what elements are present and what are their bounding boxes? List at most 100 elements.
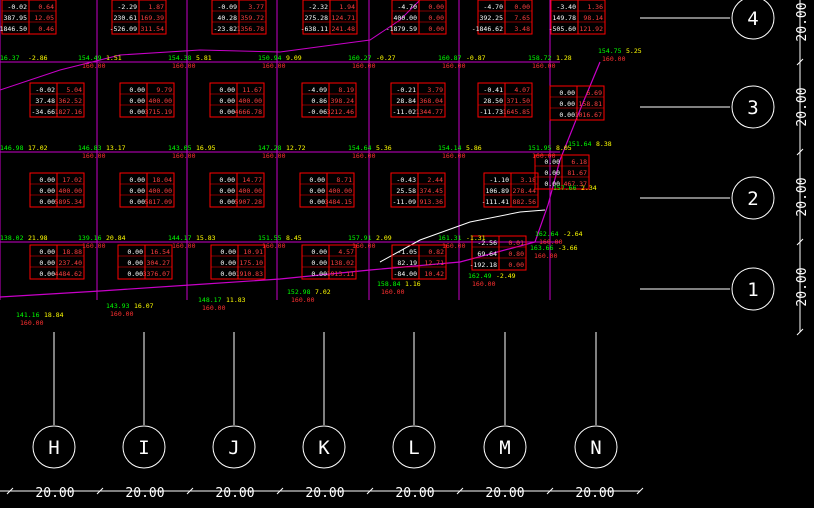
- row-axis-bubble: [731, 0, 775, 40]
- cell-value: -34.66: [32, 108, 56, 116]
- corner-design-elevation: 143.93: [106, 302, 130, 310]
- cell-value: 0.46: [38, 25, 54, 33]
- cell-value: -505.60: [549, 25, 576, 33]
- corner-design-elevation: 141.16: [16, 311, 40, 319]
- column-axis-bubble: [302, 425, 346, 469]
- cell-value: 16.54: [150, 248, 170, 256]
- corner-cut-fill-height: -2.64: [563, 230, 583, 238]
- corner-cut-fill-height: 12.72: [286, 144, 306, 152]
- dimension-tick: [796, 58, 804, 66]
- corner-cut-fill-height: 17.02: [28, 144, 48, 152]
- corner-existing-elevation: 160.00: [262, 152, 286, 160]
- cell-value: 400.00: [149, 97, 173, 105]
- dimension-tick: [276, 487, 284, 495]
- cut-fill-zero-line: [0, 0, 421, 91]
- corner-design-elevation: 158.72: [528, 54, 552, 62]
- cell-value: 2.44: [427, 176, 443, 184]
- cell-value: -3.40: [556, 3, 576, 11]
- cell-value: 10.91: [243, 248, 263, 256]
- corner-cut-fill-height: -0.87: [466, 54, 486, 62]
- corner-design-elevation: 160.87: [438, 54, 462, 62]
- cell-value: 0.00: [311, 248, 327, 256]
- cell-value: 0.00: [219, 108, 235, 116]
- cell-value: 0.00: [39, 187, 55, 195]
- cell-value: 1.94: [339, 3, 355, 11]
- cell-value: 0.00: [219, 86, 235, 94]
- cell-value: -638.11: [301, 25, 328, 33]
- column-axis-bubble: [32, 425, 76, 469]
- column-axis-label: H: [48, 437, 59, 459]
- cell-value: 0.00: [428, 25, 444, 33]
- corner-design-elevation: 144.17: [168, 234, 192, 242]
- corner-existing-elevation: 160.00: [472, 280, 496, 288]
- cell-value: 3.77: [248, 3, 264, 11]
- cell-value: 98.14: [583, 14, 603, 22]
- corner-existing-elevation: 160.00: [20, 319, 44, 327]
- corner-design-elevation: 154.64: [348, 144, 372, 152]
- cell-value: 3715.19: [145, 108, 172, 116]
- cell-value: 3.48: [514, 25, 530, 33]
- cell-value: 0.00: [127, 270, 143, 278]
- cell-value: 138.02: [331, 259, 355, 267]
- cell-value: 8.19: [338, 86, 354, 94]
- cell-value: 0.00: [559, 111, 575, 119]
- corner-cut-fill-height: 15.83: [196, 234, 216, 242]
- row-axis-bubble: [731, 267, 775, 311]
- cell-value: 387.95: [4, 14, 28, 22]
- cell-value: 18.88: [62, 248, 82, 256]
- row-axis-label: 1: [747, 279, 758, 301]
- cell-value: 6.18: [571, 158, 587, 166]
- row-axis-bubble: [731, 176, 775, 220]
- cell-value: 1016.67: [575, 111, 602, 119]
- corner-cut-fill-height: 1.16: [405, 280, 421, 288]
- corner-cut-fill-height: -1.31: [466, 234, 486, 242]
- column-axis-label: L: [408, 437, 419, 459]
- corner-cut-fill-height: 11.83: [226, 296, 246, 304]
- corner-existing-elevation: 160.00: [352, 152, 376, 160]
- corner-existing-elevation: 160.00: [82, 242, 106, 250]
- corner-design-elevation: 143.05: [168, 144, 192, 152]
- cell-value: 124.71: [332, 14, 356, 22]
- corner-existing-elevation: 160.00: [262, 62, 286, 70]
- cell-value: 0.00: [127, 259, 143, 267]
- cell-value: 8.71: [336, 176, 352, 184]
- corner-design-elevation: 161.31: [438, 234, 462, 242]
- cell-value: 241.48: [332, 25, 356, 33]
- cell-value: 0.00: [39, 198, 55, 206]
- cell-value: 12.05: [34, 14, 54, 22]
- cell-value: 368.04: [420, 97, 444, 105]
- corner-existing-elevation: 160.00: [352, 62, 376, 70]
- cell-value: 11.67: [242, 86, 262, 94]
- corner-design-elevation: 150.94: [258, 54, 282, 62]
- cell-value: -4.09: [307, 86, 327, 94]
- cell-value: 0.00: [220, 248, 236, 256]
- cell-value: -0.02: [7, 3, 27, 11]
- column-axis-bubble: [122, 425, 166, 469]
- corner-cut-fill-height: -2.49: [496, 272, 516, 280]
- dimension-value: 20.00: [795, 2, 810, 41]
- cell-value: 17.02: [62, 176, 82, 184]
- column-axis-label: K: [318, 437, 330, 459]
- corner-design-elevation: 162.64: [535, 230, 559, 238]
- column-axis-label: N: [590, 437, 601, 459]
- corner-design-elevation: 151.64: [568, 140, 592, 148]
- cell-value: -11.02: [393, 108, 417, 116]
- cell-value: 40.28: [217, 14, 237, 22]
- corner-design-elevation: 151.95: [528, 144, 552, 152]
- cell-value: 5895.34: [55, 198, 82, 206]
- cell-value: -0.09: [217, 3, 237, 11]
- cell-value: 1.36: [587, 3, 603, 11]
- cell-value: 1827.16: [55, 108, 82, 116]
- corner-design-elevation: 158.84: [377, 280, 401, 288]
- row-axis-label: 2: [747, 188, 758, 210]
